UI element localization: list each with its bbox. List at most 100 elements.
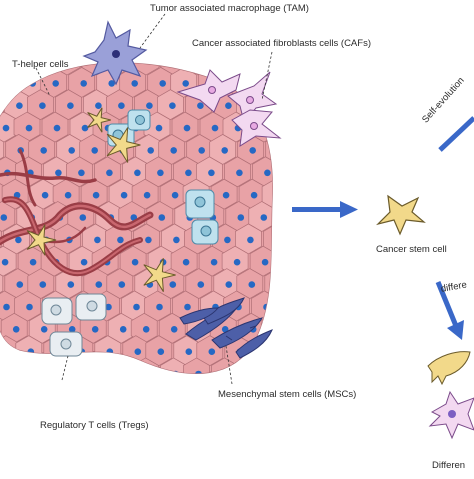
tumor-cell-nucleus <box>67 102 74 109</box>
tumor-cell <box>183 63 211 76</box>
tumor-cell-nucleus <box>170 147 177 154</box>
arrow-self-evolution <box>438 116 474 152</box>
tumor-cell-nucleus <box>142 326 150 333</box>
tumor-cell-nucleus <box>274 192 281 199</box>
tumor-cell-nucleus <box>236 169 243 177</box>
tumor-cell-nucleus <box>144 63 152 65</box>
tumor-cell-nucleus <box>134 348 142 356</box>
tumor-cell-nucleus <box>275 237 282 244</box>
tumor-cell <box>275 157 301 187</box>
tumor-cell-nucleus <box>264 169 271 177</box>
tumor-cell-nucleus <box>183 124 191 132</box>
tumor-cell-nucleus <box>224 236 231 244</box>
tumor-cell-nucleus <box>91 326 99 333</box>
label-msc: Mesenchymal stem cells (MSCs) <box>218 389 357 400</box>
tumor-cell-nucleus <box>195 370 202 374</box>
tumor-cell-nucleus <box>286 304 293 311</box>
tumor-cell-nucleus <box>143 191 151 199</box>
tumor-cell <box>261 178 273 210</box>
tumor-cell-nucleus <box>172 63 180 65</box>
tumor-cell-nucleus <box>198 147 205 154</box>
tumor-cell <box>2 357 29 374</box>
caf-cells <box>176 69 282 147</box>
tumor-cell-nucleus <box>16 102 23 109</box>
tumor-cell <box>275 291 301 321</box>
tumor-cell-nucleus <box>42 370 49 374</box>
tumor-cell <box>0 268 4 300</box>
tumor-cell-nucleus <box>133 303 140 311</box>
stem-cell-star <box>87 107 111 133</box>
tumor-cell-nucleus <box>4 348 12 356</box>
tumor-cell-nucleus <box>246 63 254 65</box>
label-tam: Tumor associated macrophage (TAM) <box>150 3 309 14</box>
tumor-cell-nucleus <box>40 147 47 154</box>
tumor-cell-nucleus <box>170 326 178 333</box>
tumor-cell-nucleus <box>134 169 141 177</box>
tumor-cell-nucleus <box>287 170 294 177</box>
tumor-cell-nucleus <box>3 303 10 311</box>
stem-cell-star <box>106 127 141 163</box>
tumor-cell <box>277 202 303 232</box>
tumor-cell-nucleus <box>94 236 101 244</box>
tumor-cell-nucleus <box>144 370 151 374</box>
stem-cell-star <box>26 224 57 256</box>
tumor-cell-nucleus <box>155 124 163 132</box>
arrow-to-stem-cell <box>292 201 358 218</box>
tumor-cell-nucleus <box>171 191 179 199</box>
tumor-cell-nucleus <box>225 281 233 288</box>
tumor-cell-nucleus <box>52 80 59 87</box>
tumor-cell-nucleus <box>276 102 283 109</box>
arrows <box>292 116 474 340</box>
tumor-cell-nucleus <box>286 125 293 132</box>
label-leader-lines <box>35 13 273 385</box>
tumor-cell <box>0 66 17 98</box>
tumor-cell-nucleus <box>39 281 47 288</box>
tumor-cell-nucleus <box>68 147 75 154</box>
tumor-cell-nucleus <box>289 80 296 87</box>
tumor-cell-nucleus <box>91 147 98 154</box>
tumor-cell-nucleus <box>105 303 112 311</box>
tumor-cell-nucleus <box>264 348 272 356</box>
tumor-cell <box>276 336 302 366</box>
tumor-cell-nucleus <box>81 124 89 132</box>
tumor-cell-nucleus <box>182 258 190 266</box>
tumor-cell-nucleus <box>260 214 268 221</box>
tumor-cell-nucleus <box>210 258 218 266</box>
tumor-cell-nucleus <box>118 102 125 109</box>
tumor-cell-nucleus <box>221 326 229 333</box>
tumor-cell-nucleus <box>67 281 75 288</box>
tumor-cell-nucleus <box>55 169 62 177</box>
label-caf: Cancer associated fibroblasts cells (CAF… <box>192 38 371 49</box>
tumor-cell-nucleus <box>249 147 256 154</box>
tumor-cell-nucleus <box>117 236 124 244</box>
tumor-cell-nucleus <box>185 169 192 177</box>
tumor-cell <box>234 63 262 76</box>
tumor-cell-nucleus <box>289 214 296 221</box>
tumor-cell-nucleus <box>79 214 87 221</box>
tumor-cell-nucleus <box>53 124 61 132</box>
label-cancer-stem-cell: Cancer stem cell <box>376 244 447 255</box>
label-differentiated: Differen <box>432 460 466 471</box>
tumor-cell-nucleus <box>173 236 180 244</box>
tumor-cell-nucleus <box>169 281 177 288</box>
tumor-cell-nucleus <box>119 326 127 333</box>
tumor-cell-nucleus <box>184 303 191 311</box>
tumor-cell-nucleus <box>147 147 154 154</box>
tumor-cell-nucleus <box>93 370 100 374</box>
tumor-cell <box>263 223 273 255</box>
tumor-cell-nucleus <box>131 258 139 266</box>
tumor-cell-nucleus <box>290 259 297 266</box>
tumor-cell-nucleus <box>1 258 9 266</box>
tumor-cell-nucleus <box>275 58 282 65</box>
tumor-cell-nucleus <box>121 370 128 374</box>
tumor-cell-nucleus <box>68 326 76 333</box>
tumor-cell-nucleus <box>157 169 164 177</box>
tumor-cell-nucleus <box>158 214 166 221</box>
tumor-cell-nucleus <box>80 80 87 87</box>
tumor-cell-nucleus <box>80 258 88 266</box>
tumor-cell-nucleus <box>251 370 258 374</box>
tumor-cell-nucleus <box>1 80 9 87</box>
tumor-cell-nucleus <box>15 236 22 244</box>
tumor-cell-nucleus <box>157 348 165 356</box>
tumor-cell-nucleus <box>221 147 228 154</box>
